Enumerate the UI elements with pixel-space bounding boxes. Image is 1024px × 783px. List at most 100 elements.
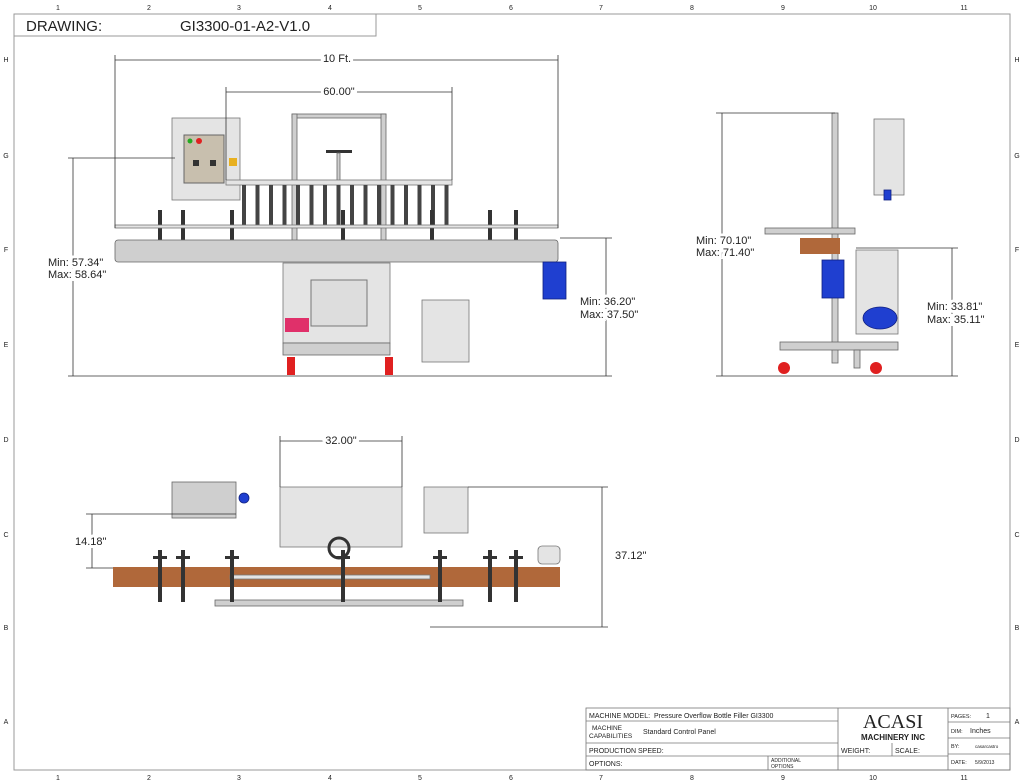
filling-nozzle [390,185,395,225]
filling-nozzle [377,185,381,225]
grid-column-label: 9 [781,775,785,782]
guide-clamp [509,556,523,559]
grid-row-label: G [1014,153,1019,160]
grid-column-label: 11 [960,775,967,782]
grid-column-label: 10 [869,5,877,12]
dim-conveyor-height-max: Max: 37.50" [580,309,638,321]
top-view [113,481,561,607]
side-view [764,112,905,374]
dim-front-height-max: Max: 58.64" [48,269,106,281]
grid-row-label: A [1015,719,1020,726]
filling-nozzle [444,185,449,225]
grid-row-label: H [1014,57,1019,64]
bottle-guide [514,210,518,258]
grid-row-label: C [3,532,8,539]
bottle-guide [514,550,518,602]
bottle-guide [438,550,442,602]
bottle-guide [158,210,162,258]
guide-clamp [225,556,239,559]
dim-side-height-max: Max: 71.40" [696,247,754,259]
pages-label: PAGES: [951,714,972,720]
grid-row-label: F [1015,247,1019,254]
date-label: DATE: [951,760,967,766]
filling-nozzle [417,185,422,225]
title-block: MACHINE MODEL: Pressure Overflow Bottle … [585,707,1011,771]
drawing-header: DRAWING: GI3300-01-A2-V1.0 [14,14,377,37]
company-logo: ACASI [863,711,923,733]
bottle-guide [181,550,185,602]
bottle-guide [181,210,185,258]
by: casarcastro [975,744,999,749]
bottle-guide [488,550,492,602]
machine-model-label: MACHINE MODEL: [589,713,650,720]
bottle-guide [488,210,492,258]
machine-model: Pressure Overflow Bottle Filler GI3300 [654,713,774,720]
grid-column-label: 4 [328,5,332,12]
dim-top-frame-width: 32.00" [325,435,357,447]
guide-clamp [483,556,497,559]
drawing-label: DRAWING: [26,18,102,35]
grid-column-label: 6 [509,775,513,782]
filling-nozzle [296,185,300,225]
grid-column-label: 4 [328,775,332,782]
grid-row-label: A [4,719,9,726]
grid-row-label: G [3,153,8,160]
grid-column-label: 2 [147,5,151,12]
grid-column-label: 5 [418,775,422,782]
guide-clamp [153,556,167,559]
capabilities-label-1: MACHINE [592,725,623,732]
dim-top-depth: 37.12" [615,550,647,562]
drawing-number: GI3300-01-A2-V1.0 [180,18,310,35]
filling-nozzle [309,185,314,225]
filling-nozzle [350,185,354,225]
grid-column-label: 10 [869,775,877,782]
grid-column-label: 7 [599,775,603,782]
dim-side-height-min: Min: 70.10" [696,235,751,247]
capabilities: Standard Control Panel [643,729,716,736]
dim-overall-length: 10 Ft. [323,53,351,65]
grid-row-label: C [1014,532,1019,539]
company-sub: MACHINERY INC [861,733,925,742]
weight-label: WEIGHT: [841,748,870,755]
dim-units: Inches [970,728,991,735]
filling-nozzle [431,185,435,225]
scale-label: SCALE: [895,748,920,755]
dim-filler-width: 60.00" [323,86,355,98]
dim-top-offset: 14.18" [75,536,107,548]
options-label: OPTIONS: [589,761,623,768]
additional-options-2: OPTIONS [771,764,794,770]
dim-label: DIM: [951,729,963,735]
by-label: BY: [951,744,960,750]
grid-row-label: H [3,57,8,64]
dim-side-conveyor-max: Max: 35.11" [927,314,985,326]
dim-conveyor-height-min: Min: 36.20" [580,296,635,308]
pump-stand [421,299,470,363]
grid-column-label: 2 [147,775,151,782]
capabilities-label-2: CAPABILITIES [589,733,633,740]
bottle-guide [341,210,345,258]
grid-column-label: 8 [690,775,694,782]
drawing-border [13,13,1011,771]
filling-nozzle [255,185,260,225]
filling-nozzle [323,185,327,225]
motor [542,261,567,300]
grid-column-label: 11 [960,5,967,12]
date: 5/9/2013 [975,760,995,766]
guide-clamp [176,556,190,559]
filling-nozzle [363,185,368,225]
guide-clamp [336,556,350,559]
dim-side-conveyor-min: Min: 33.81" [927,301,982,313]
grid-row-label: D [3,437,8,444]
filling-nozzle [269,185,273,225]
grid-column-label: 5 [418,5,422,12]
dimensions: 10 Ft. 60.00" Min: 57.34" Max: 58.64" Mi… [45,50,988,628]
bottle-guide [341,550,345,602]
grid-row-label: E [1015,342,1020,349]
grid-column-label: 1 [56,5,60,12]
bottle-guide [158,550,162,602]
grid-column-label: 7 [599,5,603,12]
grid-row-label: D [1014,437,1019,444]
grid-column-label: 3 [237,5,241,12]
bottle-guide [430,210,434,258]
filling-nozzle [336,185,341,225]
